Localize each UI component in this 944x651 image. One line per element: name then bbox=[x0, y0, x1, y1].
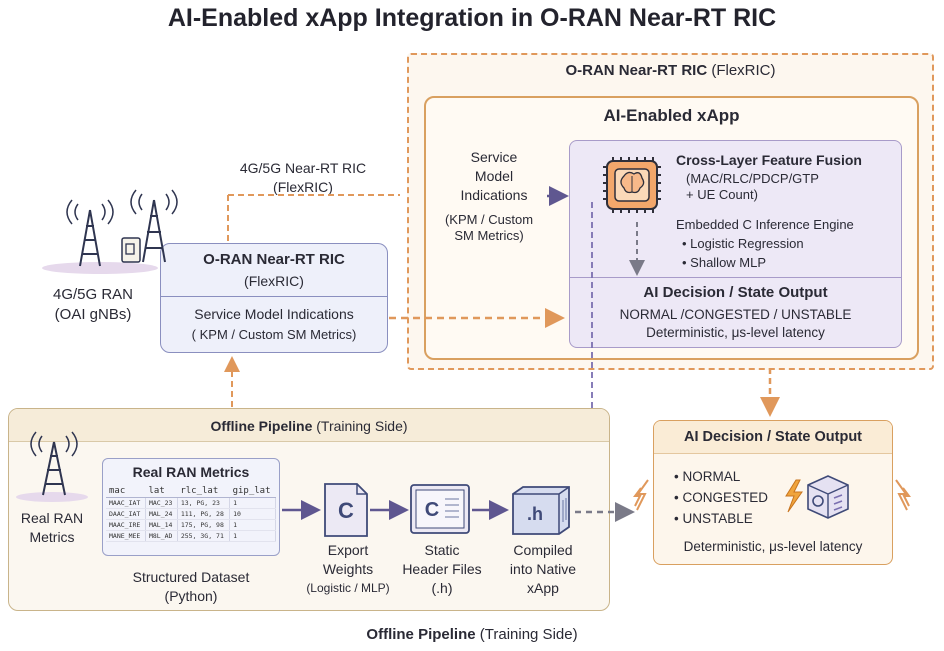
ran-label: 4G/5G RAN (OAI gNBs) bbox=[52, 286, 134, 323]
table-cell: MAAC_IAT bbox=[106, 497, 146, 509]
state-congested: • CONGESTED bbox=[674, 490, 768, 505]
offline-pipeline-title: Offline Pipeline (Training Side) bbox=[210, 418, 408, 434]
decision-states-list: • NORMAL • CONGESTED • UNSTABLE bbox=[674, 466, 768, 529]
table-cell: MAL_24 bbox=[145, 508, 178, 520]
table-cell: MAAC_IRE bbox=[106, 519, 146, 531]
xapp-title: AI-Enabled xApp bbox=[603, 106, 740, 125]
near-rt-ric-title: O-RAN Near-RT RIC bbox=[203, 251, 345, 268]
table-row: MAAC_IRE MAL_14 175, PG, 98 1 bbox=[106, 519, 276, 531]
table-cell: 255, 3G, 71 bbox=[177, 530, 231, 542]
inference-engine-label: Embedded C Inference Engine bbox=[676, 217, 854, 232]
compiled-xapp-label: Compiled into Native xApp bbox=[509, 542, 577, 596]
table-cell: 10 bbox=[229, 508, 276, 520]
table-cell: 13, PG, 23 bbox=[177, 497, 231, 509]
table-cell: MAL_14 bbox=[145, 519, 178, 531]
settings-cube-icon bbox=[807, 475, 849, 519]
table-row: MAAC_IAT MAC_23 13, PG, 23 1 bbox=[106, 497, 276, 509]
device-icon bbox=[121, 237, 141, 263]
metrics-col-mac: mac bbox=[106, 485, 146, 498]
near-rt-ric-box bbox=[160, 243, 388, 353]
real-ran-metrics-label: Real RAN Metrics bbox=[20, 510, 84, 545]
xapp-service-indications: Service Model Indications bbox=[460, 149, 528, 203]
header-file-letter: C bbox=[425, 499, 439, 521]
table-cell: M8L_AD bbox=[145, 530, 178, 542]
table-cell: MAC_23 bbox=[145, 497, 178, 509]
state-normal: • NORMAL bbox=[674, 469, 741, 484]
model-logistic-regression: • Logistic Regression bbox=[682, 236, 804, 251]
near-rt-ric-line-1: Service Model Indications bbox=[194, 306, 354, 322]
metrics-table: mac lat rlc_lat gip_lat MAAC_IAT MAC_23 … bbox=[106, 485, 276, 542]
fusion-layers: (MAC/RLC/PDCP/GTP bbox=[686, 171, 819, 186]
metrics-col-gip-lat: gip_lat bbox=[229, 485, 276, 498]
ai-chip-icon bbox=[603, 157, 661, 213]
xapp-output-states: NORMAL /CONGESTED / UNSTABLE bbox=[619, 307, 852, 322]
diagram-title: AI-Enabled xApp Integration in O-RAN Nea… bbox=[167, 4, 777, 32]
state-unstable: • UNSTABLE bbox=[674, 511, 753, 526]
table-cell: 1 bbox=[229, 530, 276, 542]
near-rt-ric-divider bbox=[160, 296, 388, 297]
xapp-service-metrics: (KPM / Custom SM Metrics) bbox=[444, 212, 534, 243]
signal-left-icon bbox=[633, 479, 649, 511]
table-cell: 1 bbox=[229, 497, 276, 509]
table-cell: 1 bbox=[229, 519, 276, 531]
structured-dataset-label: Structured Dataset (Python) bbox=[132, 569, 250, 604]
fusion-divider bbox=[569, 277, 902, 278]
xapp-output-title: AI Decision / State Output bbox=[643, 284, 828, 301]
offline-tower-icon bbox=[16, 431, 88, 502]
table-row: MANE_MEE M8L_AD 255, 3G, 71 1 bbox=[106, 530, 276, 542]
metrics-table-title: Real RAN Metrics bbox=[132, 464, 250, 480]
near-rt-ric-subtitle: (FlexRIC) bbox=[244, 273, 304, 289]
table-cell: DAAC_IAT bbox=[106, 508, 146, 520]
static-header-label: Static Header Files (.h) bbox=[402, 542, 482, 596]
nrt-ric-connection-label: 4G/5G Near-RT RIC (FlexRIC) bbox=[239, 160, 367, 195]
ran-tower-icon bbox=[42, 189, 178, 274]
fusion-title: Cross-Layer Feature Fusion bbox=[676, 152, 862, 168]
xapp-output-latency: Deterministic, μs-level latency bbox=[646, 325, 825, 340]
c-file-letter: C bbox=[338, 498, 354, 523]
table-cell: MANE_MEE bbox=[106, 530, 146, 542]
metrics-col-rlc-lat: rlc_lat bbox=[177, 485, 230, 498]
export-weights-label: Export Weights (Logistic / MLP) bbox=[306, 542, 390, 595]
header-file-icon bbox=[410, 484, 470, 534]
lightning-icon bbox=[785, 479, 803, 513]
signal-right-icon bbox=[895, 479, 911, 511]
fusion-ue-count: + UE Count) bbox=[686, 187, 758, 202]
decision-output-header bbox=[654, 421, 892, 454]
model-shallow-mlp: • Shallow MLP bbox=[682, 255, 767, 270]
c-file-icon bbox=[324, 483, 368, 537]
decision-output-latency: Deterministic, μs-level latency bbox=[683, 539, 863, 554]
metrics-col-lat: lat bbox=[145, 485, 178, 498]
table-row: DAAC_IAT MAL_24 111, PG, 28 10 bbox=[106, 508, 276, 520]
h-binary-label: .h bbox=[527, 504, 543, 524]
bottom-caption: Offline Pipeline (Training Side) bbox=[366, 626, 578, 643]
table-cell: 111, PG, 28 bbox=[177, 508, 231, 520]
h-binary-icon bbox=[512, 486, 570, 535]
ric-region-label: O-RAN Near-RT RIC (FlexRIC) bbox=[565, 62, 776, 79]
near-rt-ric-line-2: ( KPM / Custom SM Metrics) bbox=[191, 327, 357, 342]
offline-pipeline-header bbox=[9, 409, 609, 442]
decision-output-title: AI Decision / State Output bbox=[683, 429, 863, 445]
table-cell: 175, PG, 98 bbox=[177, 519, 231, 531]
